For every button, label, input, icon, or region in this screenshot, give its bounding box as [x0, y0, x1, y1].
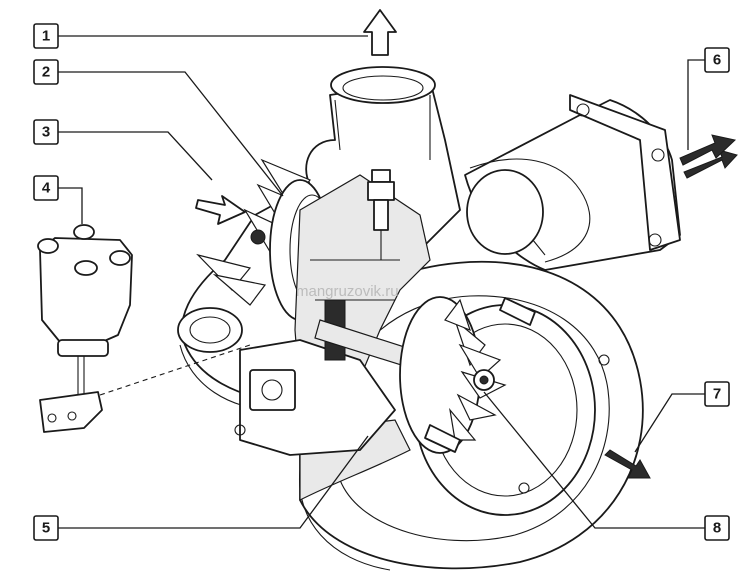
- callout-1: 1: [33, 23, 59, 49]
- callout-5: 5: [33, 515, 59, 541]
- svg-text:2: 2: [42, 64, 50, 81]
- callout-6: 6: [704, 47, 730, 73]
- wastegate-actuator: [37, 224, 251, 433]
- housing-studs: [424, 297, 536, 453]
- callout-7: 7: [704, 381, 730, 407]
- svg-text:5: 5: [42, 520, 50, 537]
- inlet-arrow-3: [195, 195, 246, 225]
- callout-4: 4: [33, 175, 59, 201]
- callout-3: 3: [33, 119, 59, 145]
- oil-inlet-fitting: [367, 169, 395, 260]
- callout-leaders: [58, 35, 705, 529]
- svg-text:1: 1: [42, 28, 50, 45]
- watermark-text: mangruzovik.ru: [296, 283, 399, 300]
- svg-text:7: 7: [713, 386, 721, 403]
- svg-text:4: 4: [42, 180, 51, 197]
- svg-text:8: 8: [713, 520, 721, 537]
- svg-text:6: 6: [713, 52, 721, 69]
- callout-8: 8: [704, 515, 730, 541]
- outlet-arrow-up: [363, 9, 397, 56]
- turbine-inlet-flange: [464, 94, 681, 271]
- turbine-wheel: [399, 296, 507, 454]
- callout-2: 2: [33, 59, 59, 85]
- exhaust-in-arrow-6: [679, 134, 738, 179]
- exhaust-out-arrow-7: [604, 449, 651, 479]
- svg-text:3: 3: [42, 124, 50, 141]
